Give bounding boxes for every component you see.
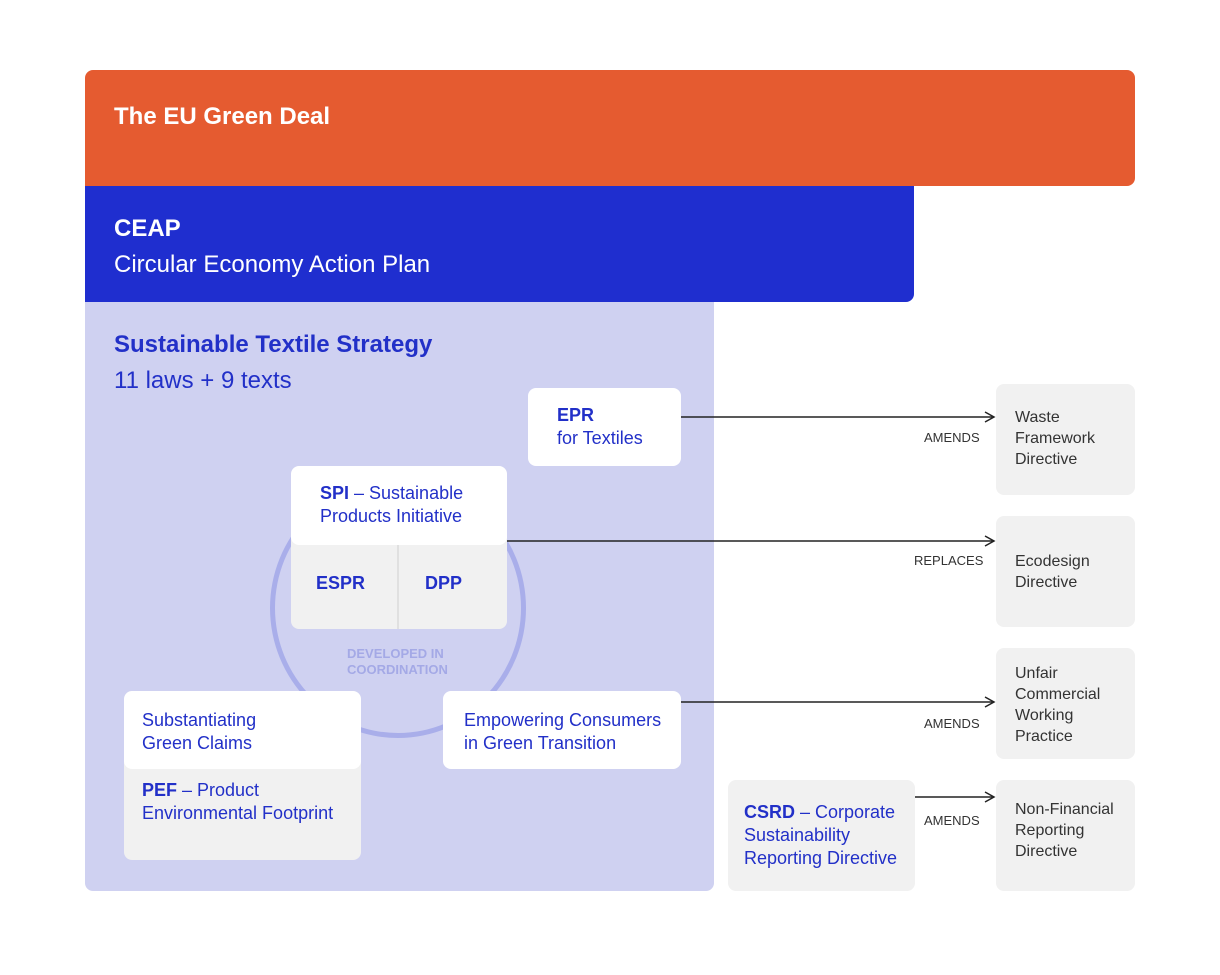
directive-line: Unfair: [1015, 665, 1058, 682]
consumers-line-2: in Green Transition: [464, 733, 617, 753]
epr-abbr: EPR: [557, 405, 595, 425]
unfair-commercial-practice-card: Unfair Commercial Working Practice: [996, 648, 1135, 759]
relation-label-amends: AMENDS: [924, 716, 980, 731]
green-claims-line-2: Green Claims: [142, 733, 253, 753]
directive-line: Directive: [1015, 574, 1078, 591]
relation-label-amends: AMENDS: [924, 430, 980, 445]
pef-label: PEF – Product Environmental Footprint: [142, 779, 333, 825]
csrd-rest-line-2: Sustainability: [744, 825, 851, 845]
spi-card: SPI – Sustainable Products Initiative ES…: [291, 466, 507, 629]
green-deal-band: [85, 70, 1135, 186]
spi-rest-line-2: Products Initiative: [320, 506, 463, 526]
csrd-card: CSRD – Corporate Sustainability Reportin…: [728, 780, 915, 891]
spi-header: SPI – Sustainable Products Initiative: [291, 466, 507, 545]
directive-line: Waste: [1015, 409, 1060, 426]
dpp-label: DPP: [425, 573, 463, 593]
directive-line: Non-Financial: [1015, 801, 1114, 818]
ceap-band: [85, 186, 914, 302]
ceap-title: CEAP: [114, 215, 181, 242]
directive-line: Framework: [1015, 430, 1096, 447]
epr-rest: for Textiles: [557, 428, 643, 448]
green-claims-header: Substantiating Green Claims: [124, 691, 361, 769]
spi-rest-line-1: – Sustainable: [349, 483, 464, 503]
textile-strategy-title: Sustainable Textile Strategy: [114, 331, 433, 358]
green-deal-title: The EU Green Deal: [114, 103, 331, 130]
waste-framework-directive-card: Waste Framework Directive: [996, 384, 1135, 495]
spi-divider: [397, 545, 399, 629]
green-claims-card: Substantiating Green Claims PEF – Produc…: [124, 691, 361, 860]
csrd-rest-line-3: Reporting Directive: [744, 848, 898, 868]
empowering-consumers-card: Empowering Consumers in Green Transition: [443, 691, 681, 769]
spi-abbr: SPI: [320, 483, 350, 503]
pef-abbr: PEF: [142, 780, 178, 800]
directive-line: Commercial: [1015, 686, 1101, 703]
directive-line: Reporting: [1015, 822, 1085, 839]
ecodesign-directive-card: Ecodesign Directive: [996, 516, 1135, 627]
epr-card: EPR for Textiles: [528, 388, 681, 466]
directive-line: Practice: [1015, 728, 1073, 745]
relation-label-replaces: REPLACES: [914, 553, 984, 568]
pef-rest-line-1: – Product: [177, 780, 260, 800]
csrd-rest-line-1: – Corporate: [795, 802, 896, 822]
espr-label: ESPR: [316, 573, 366, 593]
consumers-line-1: Empowering Consumers: [464, 710, 662, 730]
directive-line: Ecodesign: [1015, 553, 1090, 570]
non-financial-reporting-directive-card: Non-Financial Reporting Directive: [996, 780, 1135, 891]
textile-strategy-subtitle: 11 laws + 9 texts: [114, 367, 292, 394]
directive-line: Working: [1015, 707, 1074, 724]
csrd-abbr: CSRD: [744, 802, 796, 822]
directive-line: Directive: [1015, 843, 1078, 860]
directive-line: Directive: [1015, 451, 1078, 468]
relation-label-amends: AMENDS: [924, 813, 980, 828]
green-claims-line-1: Substantiating: [142, 710, 257, 730]
pef-rest-line-2: Environmental Footprint: [142, 803, 334, 823]
coordination-line-1: DEVELOPED IN: [347, 646, 444, 661]
ceap-subtitle: Circular Economy Action Plan: [114, 251, 431, 278]
coordination-line-2: COORDINATION: [347, 662, 448, 677]
coordination-label: DEVELOPED IN COORDINATION: [347, 646, 448, 678]
